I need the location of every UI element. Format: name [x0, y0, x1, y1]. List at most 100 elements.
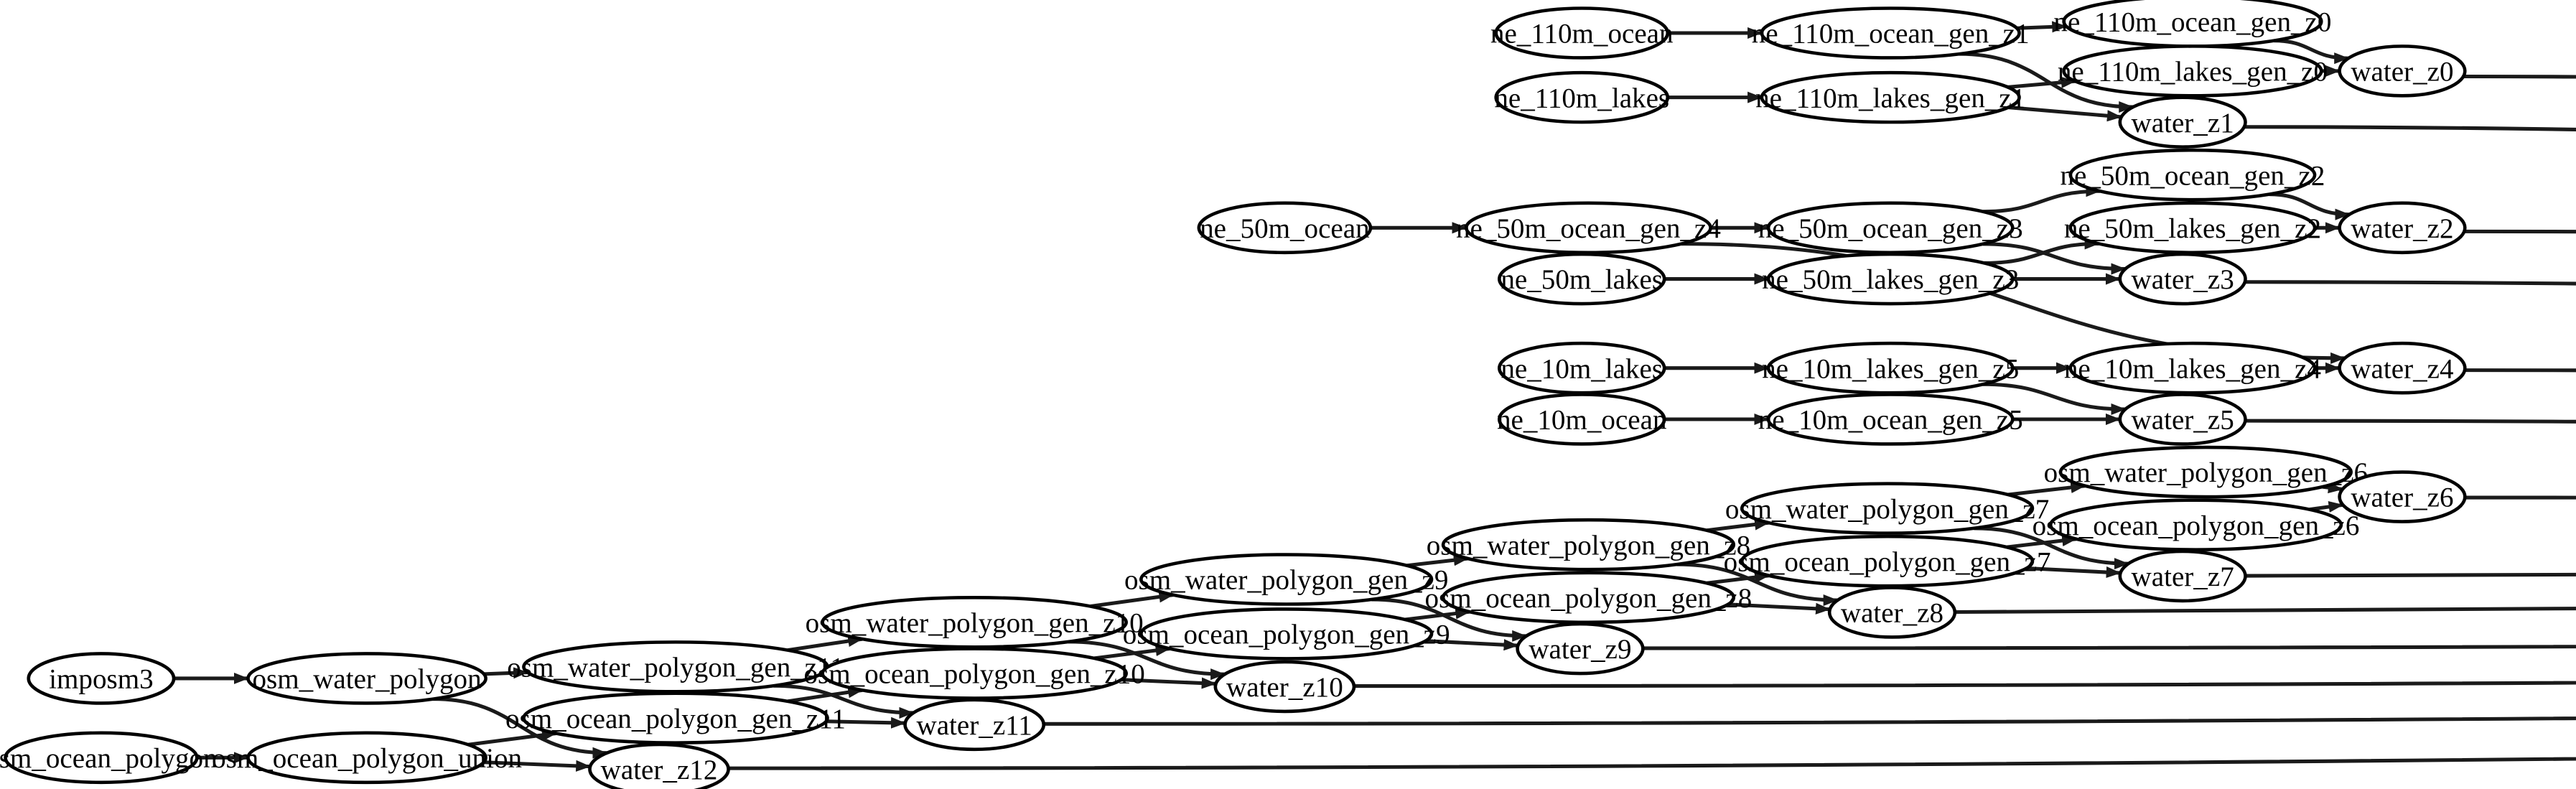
- node-water_z6[interactable]: water_z6: [2338, 470, 2467, 523]
- node-ne_10m_lakes[interactable]: ne_10m_lakes: [1497, 341, 1666, 395]
- node-water_z1[interactable]: water_z1: [2118, 95, 2247, 149]
- node-osm_ocean_polygon_union[interactable]: osm_ocean_polygon_union: [212, 731, 522, 785]
- node-osm_ocean_polygon_gen_z9[interactable]: osm_ocean_polygon_gen_z9: [1123, 607, 1450, 660]
- node-ne_110m_lakes[interactable]: ne_110m_lakes: [1494, 70, 1670, 124]
- node-ellipse: [1497, 252, 1666, 306]
- node-label: ne_50m_ocean: [1200, 213, 1370, 244]
- node-water_z8[interactable]: water_z8: [1827, 586, 1957, 639]
- node-label: water_z7: [2132, 561, 2234, 592]
- node-ellipse: [522, 691, 829, 744]
- node-ellipse: [2118, 252, 2247, 306]
- node-ne_50m_ocean[interactable]: ne_50m_ocean: [1197, 201, 1373, 255]
- node-label: osm_water_polygon: [253, 664, 482, 695]
- node-label: osm_ocean_polygon_gen_z9: [1123, 620, 1450, 650]
- node-water_z5[interactable]: water_z5: [2118, 393, 2247, 446]
- node-osm_ocean_polygon[interactable]: osm_ocean_polygon: [0, 731, 218, 785]
- node-label: osm_water_polygon_gen_z10: [806, 607, 1144, 638]
- node-ellipse: [1760, 6, 2021, 60]
- node-osm_water_polygon_gen_z10[interactable]: osm_water_polygon_gen_z10: [806, 595, 1144, 649]
- node-ellipse: [1494, 70, 1670, 124]
- edge-osm_ocean_polygon_gen_z8-to-osm_ocean_polygon_gen_z7: [1706, 571, 1770, 585]
- node-osm_ocean_polygon_gen_z10[interactable]: osm_ocean_polygon_gen_z10: [803, 647, 1145, 700]
- node-ellipse: [1766, 252, 2015, 306]
- node-ne_10m_lakes_gen_z4[interactable]: ne_10m_lakes_gen_z4: [2064, 341, 2321, 395]
- node-osm_ocean_polygon_gen_z11[interactable]: osm_ocean_polygon_gen_z11: [505, 691, 846, 744]
- node-water_z11[interactable]: water_z11: [903, 698, 1046, 752]
- node-ne_110m_lakes_gen_z1[interactable]: ne_110m_lakes_gen_z1: [1755, 70, 2025, 124]
- node-ne_50m_ocean_gen_z4[interactable]: ne_50m_ocean_gen_z4: [1456, 201, 1721, 255]
- node-ne_10m_ocean_gen_z5[interactable]: ne_10m_ocean_gen_z5: [1758, 393, 2023, 446]
- node-label: water_z10: [1226, 672, 1343, 703]
- node-water_z4[interactable]: water_z4: [2338, 341, 2467, 395]
- node-ne_50m_ocean_gen_z2[interactable]: ne_50m_ocean_gen_z2: [2060, 148, 2325, 202]
- node-water_z2[interactable]: water_z2: [2338, 201, 2467, 255]
- node-label: ne_10m_lakes_gen_z5: [1762, 353, 2019, 384]
- node-ne_50m_lakes_gen_z2[interactable]: ne_50m_lakes_gen_z2: [2064, 201, 2321, 255]
- edge-osm_water_polygon_gen_z10-to-water_z10: [1068, 640, 1226, 681]
- node-osm_ocean_polygon_gen_z6[interactable]: osm_ocean_polygon_gen_z6: [2033, 498, 2360, 551]
- node-ne_10m_ocean[interactable]: ne_10m_ocean: [1497, 393, 1667, 446]
- node-osm_water_polygon[interactable]: osm_water_polygon: [246, 652, 487, 705]
- node-ellipse: [246, 652, 487, 705]
- node-ne_110m_ocean_gen_z1[interactable]: ne_110m_ocean_gen_z1: [1752, 6, 2030, 60]
- node-ellipse: [1465, 201, 1712, 255]
- node-ellipse: [4, 731, 199, 785]
- node-imposm3[interactable]: imposm3: [27, 652, 176, 705]
- node-ellipse: [1494, 6, 1670, 60]
- node-ne_50m_lakes[interactable]: ne_50m_lakes: [1497, 252, 1666, 306]
- edge-osm_water_polygon-to-osm_water_polygon_gen_z11: [483, 667, 528, 679]
- edge-water_z7-to-layer_water-z7: [2245, 574, 2576, 578]
- edge-osm_ocean_polygon_gen_z7-to-osm_ocean_polygon_gen_z6: [2006, 535, 2077, 549]
- node-label: ne_10m_lakes_gen_z4: [2064, 353, 2321, 384]
- node-ne_10m_lakes_gen_z5[interactable]: ne_10m_lakes_gen_z5: [1762, 341, 2019, 395]
- edge-ne_10m_lakes_gen_z5-to-water_z5: [1982, 382, 2127, 416]
- node-water_z9[interactable]: water_z9: [1516, 622, 1645, 676]
- node-label: osm_ocean_polygon_gen_z7: [1724, 546, 2051, 577]
- node-label: ne_10m_ocean: [1497, 405, 1667, 436]
- node-water_z3[interactable]: water_z3: [2118, 252, 2247, 306]
- node-ellipse: [1197, 201, 1373, 255]
- edge-osm_water_polygon_gen_z8-to-osm_water_polygon_gen_z7: [1706, 518, 1770, 533]
- node-label: water_z12: [601, 755, 718, 785]
- edge-osm_ocean_polygon_gen_z8-to-water_z8: [1727, 602, 1831, 615]
- node-label: water_z5: [2132, 405, 2234, 436]
- node-ne_110m_ocean[interactable]: ne_110m_ocean: [1490, 6, 1674, 60]
- node-osm_water_polygon_gen_z9[interactable]: osm_water_polygon_gen_z9: [1124, 553, 1448, 606]
- edge-osm_ocean_polygon_gen_z9-to-osm_ocean_polygon_gen_z8: [1404, 607, 1471, 622]
- node-osm_water_polygon_gen_z11[interactable]: osm_water_polygon_gen_z11: [507, 640, 844, 694]
- node-water_z10[interactable]: water_z10: [1213, 660, 1356, 714]
- node-label: osm_water_polygon_gen_z6: [2044, 457, 2368, 488]
- node-ellipse: [588, 742, 730, 789]
- edge-ne_50m_ocean_gen_z2-to-water_z2: [2269, 192, 2351, 220]
- node-osm_water_polygon_gen_z7[interactable]: osm_water_polygon_gen_z7: [1725, 482, 2049, 535]
- node-osm_ocean_polygon_gen_z8[interactable]: osm_ocean_polygon_gen_z8: [1425, 571, 1753, 625]
- node-ne_50m_lakes_gen_z3[interactable]: ne_50m_lakes_gen_z3: [1762, 252, 2019, 306]
- node-ellipse: [2068, 341, 2317, 395]
- node-ellipse: [2068, 201, 2317, 255]
- node-water_z12[interactable]: water_z12: [588, 742, 730, 789]
- node-ne_50m_ocean_gen_z3[interactable]: ne_50m_ocean_gen_z3: [1758, 201, 2023, 255]
- node-osm_ocean_polygon_gen_z7[interactable]: osm_ocean_polygon_gen_z7: [1724, 534, 2051, 588]
- edge-osm_ocean_polygon_gen_z11-to-water_z11: [826, 716, 906, 729]
- node-label: water_z6: [2351, 482, 2453, 513]
- node-osm_water_polygon_gen_z8[interactable]: osm_water_polygon_gen_z8: [1427, 518, 1750, 571]
- node-osm_water_polygon_gen_z6[interactable]: osm_water_polygon_gen_z6: [2044, 445, 2368, 499]
- edges-layer: [174, 21, 2576, 772]
- node-ellipse: [1760, 70, 2021, 124]
- node-label: ne_50m_lakes: [1501, 264, 1663, 295]
- node-ellipse: [2338, 341, 2467, 395]
- node-ne_110m_lakes_gen_z0[interactable]: ne_110m_lakes_gen_z0: [2058, 45, 2328, 98]
- node-water_z7[interactable]: water_z7: [2118, 549, 2247, 603]
- node-ellipse: [1441, 518, 1736, 571]
- node-ellipse: [2068, 148, 2317, 202]
- node-label: ne_50m_ocean_gen_z2: [2060, 160, 2325, 191]
- node-ellipse: [903, 698, 1046, 752]
- node-label: water_z4: [2351, 353, 2453, 384]
- node-ellipse: [2338, 470, 2467, 523]
- node-water_z0[interactable]: water_z0: [2338, 45, 2467, 98]
- node-ellipse: [1516, 622, 1645, 676]
- edge-osm_ocean_polygon_gen_z7-to-water_z7: [2026, 566, 2122, 579]
- node-ne_110m_ocean_gen_z0[interactable]: ne_110m_ocean_gen_z0: [2053, 0, 2331, 48]
